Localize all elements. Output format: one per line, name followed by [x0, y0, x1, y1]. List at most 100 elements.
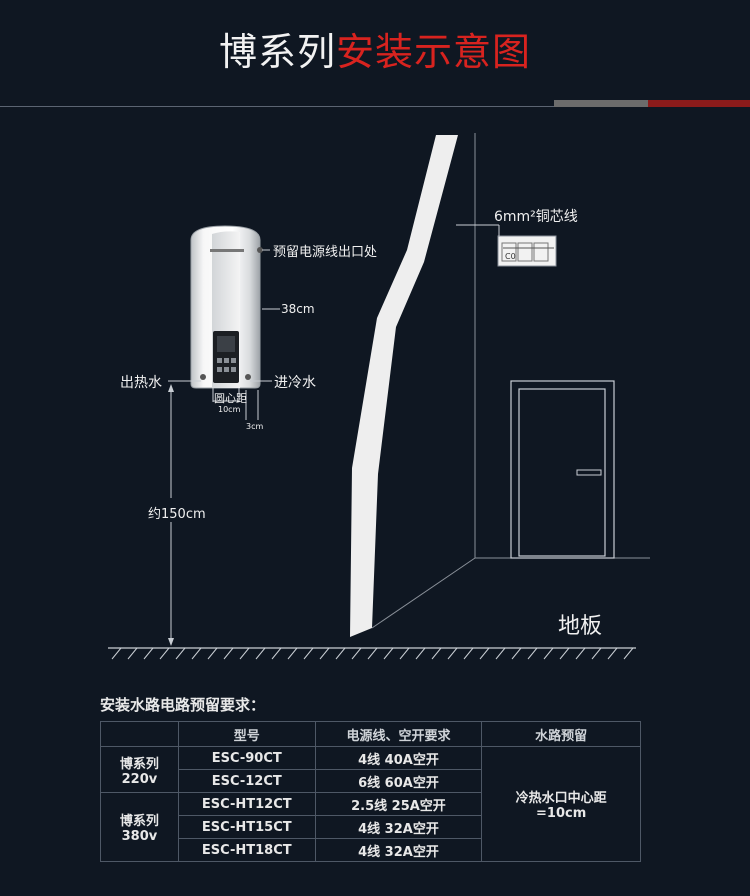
floor-hatch-mark — [479, 647, 490, 660]
floor-hatch-mark — [351, 647, 362, 660]
floor-hatch-mark — [255, 647, 266, 660]
table-header-water: 水路预留 — [481, 721, 641, 747]
floor-hatch-mark — [335, 647, 346, 660]
group-cell-380: 博系列 380v — [100, 792, 179, 862]
group-voltage: 380v — [121, 829, 158, 844]
floor-hatch-mark — [623, 647, 634, 660]
table-row: 博系列 380v ESC-HT12CT 2.5线 25A空开 — [100, 792, 641, 862]
heater-button — [224, 367, 229, 372]
heater-display — [217, 336, 235, 352]
table-row: ESC-HT18CT 4线 32A空开 — [101, 838, 641, 862]
heater-button — [231, 358, 236, 363]
cable-spec-label: 6mm²铜芯线 — [494, 209, 578, 225]
heater-button — [217, 358, 222, 363]
group-name: 博系列 — [119, 756, 159, 772]
door-handle — [576, 469, 602, 476]
water-cell: 冷热水口中心距 =10cm — [481, 746, 641, 862]
breaker-label: C0 — [505, 252, 516, 261]
header-divider — [0, 106, 750, 107]
heater-button — [217, 367, 222, 372]
heater-button — [224, 358, 229, 363]
requirements-table: 型号 电源线、空开要求 水路预留 博系列 220v ESC-90CT 4线 40… — [100, 721, 641, 862]
power-cell: 6线 60A空开 — [314, 769, 483, 793]
accent-bar-gray — [554, 100, 648, 107]
model-cell: ESC-HT12CT — [177, 792, 316, 816]
table-header-model: 型号 — [177, 721, 316, 747]
floor-hatch-mark — [399, 647, 410, 660]
floor-hatch-mark — [143, 647, 154, 660]
floor-hatch-mark — [415, 647, 426, 660]
group-cell-220: 博系列 220v — [100, 746, 179, 793]
offset-label: 3cm — [246, 422, 264, 431]
floor-hatch-mark — [111, 647, 122, 660]
power-cell: 4线 32A空开 — [314, 838, 483, 862]
floor-hatch-mark — [367, 647, 378, 660]
breaker-slot — [501, 242, 517, 262]
center-distance-value: 10cm — [218, 405, 241, 414]
floor-hatching — [111, 647, 634, 660]
door-frame — [510, 380, 615, 559]
floor-hatch-mark — [127, 647, 138, 660]
requirements-heading: 安装水路电路预留要求： — [100, 696, 266, 714]
floor-hatch-mark — [543, 647, 554, 660]
table-header-row: 型号 电源线、空开要求 水路预留 — [100, 721, 641, 747]
power-cell: 4线 40A空开 — [314, 746, 483, 770]
floor-hatch-mark — [495, 647, 506, 660]
floor-hatch-mark — [191, 647, 202, 660]
floor-hatch-mark — [511, 647, 522, 660]
water-text: 冷热水口中心距 — [515, 791, 607, 806]
floor-hatch-mark — [159, 647, 170, 660]
floor-hatch-mark — [463, 647, 474, 660]
accent-bar-red — [648, 100, 750, 107]
power-cell: 4线 32A空开 — [314, 815, 483, 839]
model-cell: ESC-12CT — [177, 769, 316, 793]
floor-hatch-mark — [175, 647, 186, 660]
floor-hatch-mark — [559, 647, 570, 660]
cold-water-inlet — [245, 374, 251, 380]
floor-hatch-mark — [527, 647, 538, 660]
heater-button — [231, 367, 236, 372]
water-heater — [190, 225, 263, 389]
floor-hatch-mark — [303, 647, 314, 660]
page-title: 博系列安装示意图 — [0, 28, 750, 76]
cable-outlet-label: 预留电源线出口处 — [273, 245, 378, 260]
floor-hatch-mark — [591, 647, 602, 660]
wall-shape — [350, 135, 458, 637]
height-arrow-top — [168, 384, 174, 392]
floor-hatch-mark — [607, 647, 618, 660]
floor-hatch-mark — [431, 647, 442, 660]
breaker-slot — [517, 242, 533, 262]
cold-water-label: 进冷水 — [274, 375, 316, 391]
table-row: 博系列 220v ESC-90CT 4线 40A空开 冷热水口中心距 =10cm — [100, 746, 641, 862]
floor-hatch-mark — [319, 647, 330, 660]
group-name: 博系列 — [119, 814, 159, 829]
table-header-power: 电源线、空开要求 — [314, 721, 483, 747]
floor-hatch-mark — [575, 647, 586, 660]
floor-hatch-mark — [383, 647, 394, 660]
table-row: ESC-HT15CT 4线 32A空开 — [101, 815, 641, 839]
heater-brand-strip — [210, 249, 244, 252]
group-voltage: 220v — [121, 771, 158, 787]
height-label: 约150cm — [148, 507, 206, 522]
power-cell: 2.5线 25A空开 — [314, 792, 483, 816]
model-cell: ESC-HT15CT — [177, 815, 316, 839]
hot-water-label: 出热水 — [120, 375, 162, 391]
model-cell: ESC-90CT — [177, 746, 316, 770]
water-value: =10cm — [536, 806, 587, 821]
title-diagram: 安装示意图 — [336, 30, 532, 74]
hot-water-outlet — [200, 374, 206, 380]
title-series: 博系列 — [218, 30, 336, 74]
table-header-blank — [100, 721, 179, 747]
width-label: 38cm — [281, 302, 315, 316]
floor-hatch-mark — [207, 647, 218, 660]
floor-label: 地板 — [558, 614, 603, 639]
height-arrow-bottom — [168, 638, 174, 646]
breaker-slot — [533, 242, 549, 262]
floor-hatch-mark — [447, 647, 458, 660]
floor-hatch-mark — [271, 647, 282, 660]
model-cell: ESC-HT18CT — [177, 838, 316, 862]
door-panel — [518, 388, 606, 557]
floor-hatch-mark — [287, 647, 298, 660]
floor-hatch-mark — [223, 647, 234, 660]
